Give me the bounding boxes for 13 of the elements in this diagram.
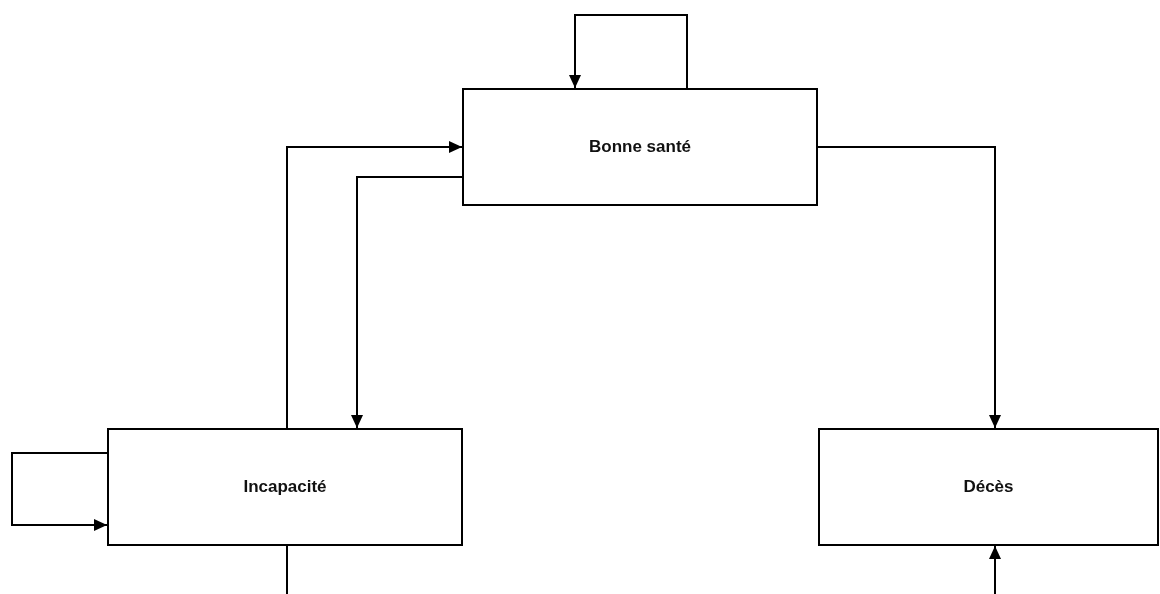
state-box — [462, 88, 818, 206]
arrow — [351, 176, 463, 429]
arrow — [817, 146, 1001, 429]
connector-line — [286, 545, 288, 594]
arrow — [286, 141, 463, 429]
state-box — [818, 428, 1159, 546]
state-label: Incapacité — [243, 477, 327, 497]
state-box — [107, 428, 463, 546]
arrow — [569, 14, 688, 89]
state-label: Décès — [963, 477, 1014, 497]
arrow — [989, 545, 1001, 594]
state-label: Bonne santé — [589, 137, 691, 157]
arrow — [11, 452, 108, 531]
